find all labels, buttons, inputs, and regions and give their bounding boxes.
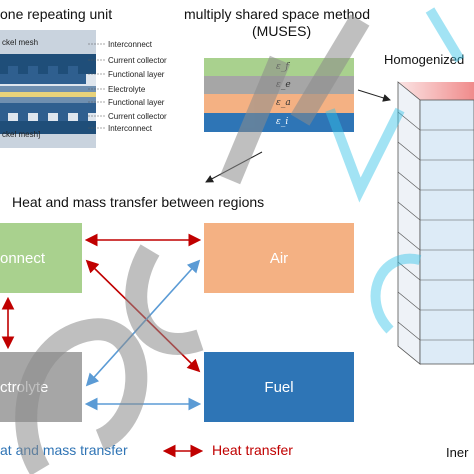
repeating-unit-title: one repeating unit [0, 6, 113, 22]
homogenized-stack [397, 81, 474, 365]
region-air: Air [204, 223, 354, 293]
homogenized-title: Homogenized [384, 52, 465, 67]
bottom-right-label: Iner [446, 445, 469, 460]
mesh-label-top: ckel mesh [2, 38, 39, 47]
label-current-collector-top: Current collector [108, 56, 167, 65]
label-functional-layer-top: Functional layer [108, 70, 165, 79]
region-interconnect: onnect [0, 223, 82, 293]
symbol-eps-e: ε_e [276, 80, 291, 90]
symbol-eps-a: ε_a [276, 98, 291, 108]
transfer-title: Heat and mass transfer between regions [12, 194, 265, 210]
label-interconnect-top: Interconnect [108, 40, 153, 49]
region-air-label: Air [269, 249, 289, 267]
label-leader-lines [88, 43, 106, 129]
region-fuel: Fuel [204, 352, 354, 422]
label-interconnect-bottom: Interconnect [108, 124, 153, 133]
region-interconnect-label: onnect [0, 249, 46, 267]
region-fuel-label: Fuel [264, 378, 294, 396]
muses-subtitle: (MUSES) [252, 23, 312, 39]
symbol-eps-i: ε_i [276, 117, 289, 127]
arrow-muses-to-homogenized [357, 89, 391, 102]
label-functional-layer-bottom: Functional layer [108, 98, 165, 107]
label-electrolyte: Electrolyte [108, 85, 146, 94]
repeating-unit-figure [0, 30, 96, 148]
mesh-label-bottom: ckel mesh] [2, 130, 41, 139]
legend-heat-transfer: Heat transfer [212, 442, 293, 458]
label-current-collector-bottom: Current collector [108, 112, 167, 121]
muses-title: multiply shared space method [184, 6, 370, 22]
